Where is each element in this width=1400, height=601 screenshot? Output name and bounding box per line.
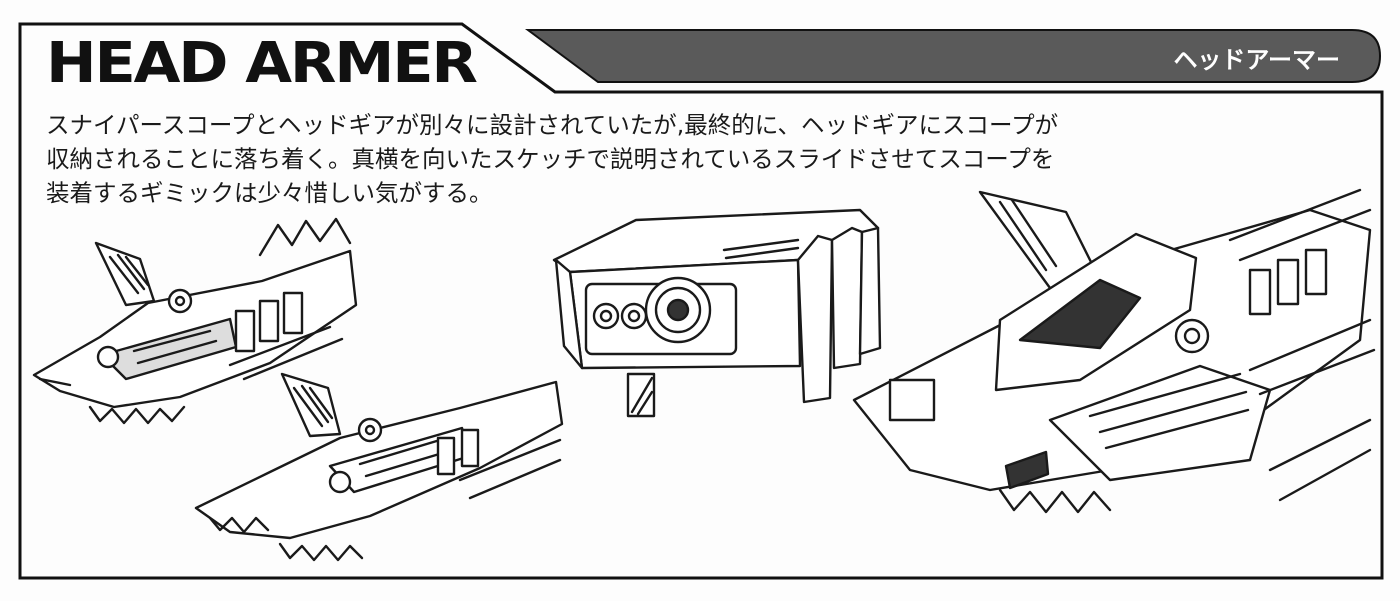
page-title: HEAD ARMER bbox=[46, 31, 478, 96]
header-banner bbox=[524, 29, 1382, 83]
scope-unit-sketch bbox=[552, 208, 882, 418]
head-armor-sketch-large bbox=[852, 188, 1376, 514]
description-line-1: スナイパースコープとヘッドギアが別々に設計されていたが,最終的に、ヘッドギアにス… bbox=[46, 111, 1059, 139]
description-text: スナイパースコープとヘッドギアが別々に設計されていたが,最終的に、ヘッドギアにス… bbox=[46, 108, 1246, 210]
description-line-2: 収納されることに落ち着く。真横を向いたスケッチで説明されているスライドさせてスコ… bbox=[46, 145, 1055, 173]
description-line-3: 装着するギミックは少々惜しい気がする。 bbox=[46, 179, 493, 207]
frame-border bbox=[18, 22, 1384, 580]
banner-label: ヘッドアーマー bbox=[1173, 46, 1340, 74]
wolf-head-sketch-lower bbox=[194, 372, 564, 562]
wolf-head-sketch-upper bbox=[32, 217, 358, 425]
